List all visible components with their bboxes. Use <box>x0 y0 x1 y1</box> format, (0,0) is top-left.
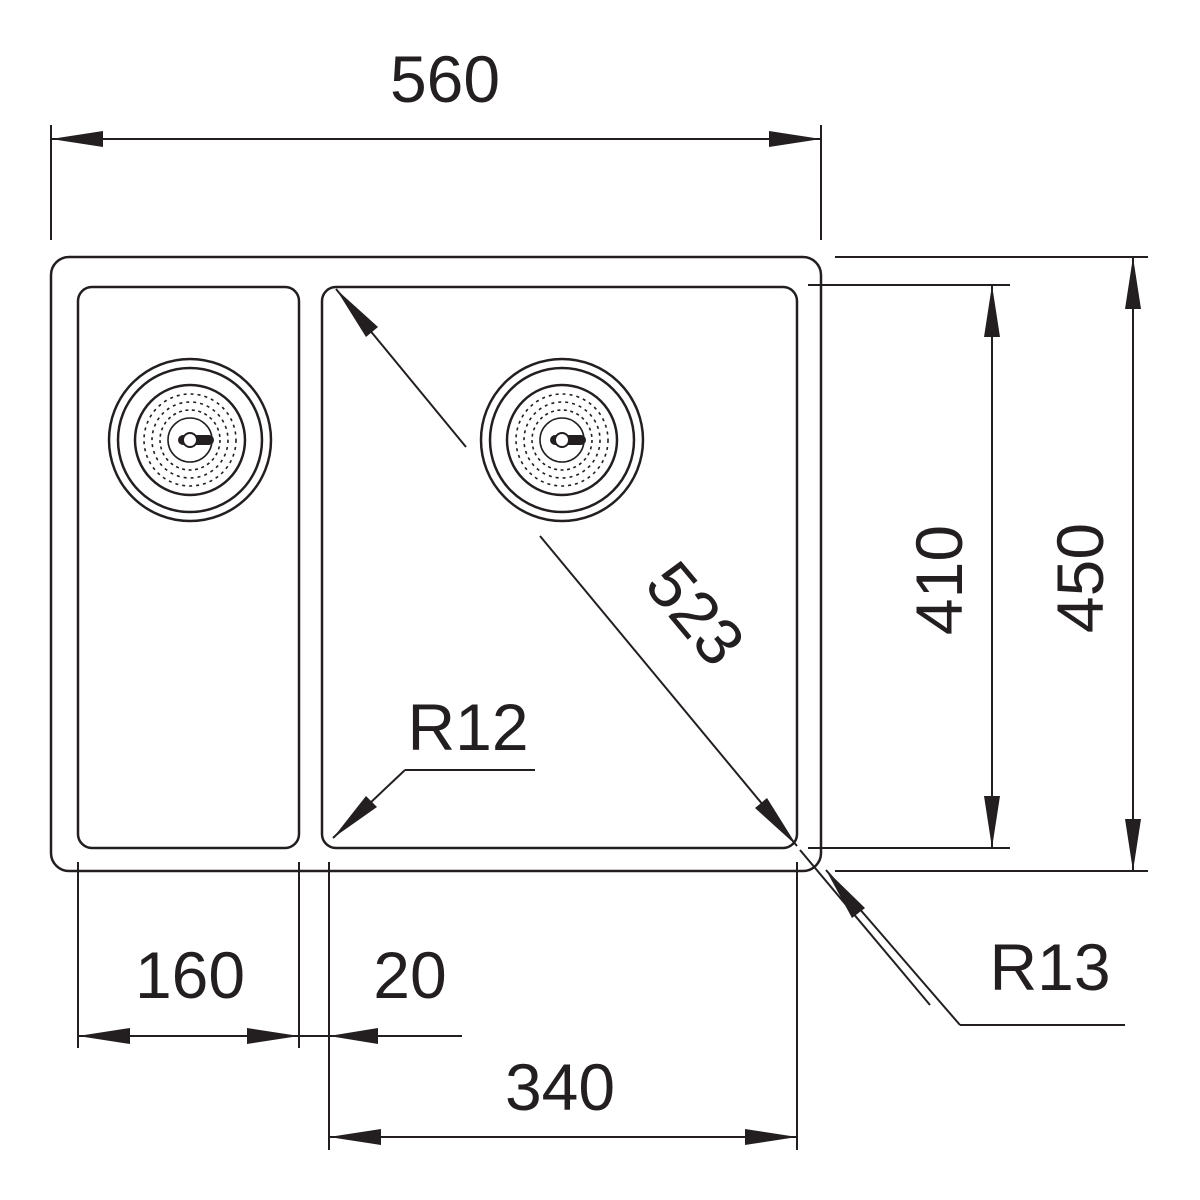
dimension-label: 450 <box>1043 523 1117 633</box>
dimension-label: R13 <box>989 930 1110 1004</box>
dimension-label: 560 <box>390 42 500 116</box>
dimension-outer-radius: R13 <box>799 849 1125 1026</box>
dimension-divider-width: 20 <box>299 938 462 1044</box>
dimension-label: 410 <box>902 525 976 635</box>
dimension-label: 160 <box>135 938 245 1012</box>
dimension-label: R12 <box>407 690 528 764</box>
dimension-main-bowl-depth: 410 <box>808 284 1010 849</box>
dimension-label: 20 <box>373 938 446 1012</box>
dimension-overall-depth: 450 <box>835 256 1148 872</box>
dimension-inner-radius: R12 <box>332 690 535 839</box>
main-bowl <box>320 285 799 850</box>
dimension-main-bowl-width: 340 <box>329 1050 797 1145</box>
dimension-label: 340 <box>505 1050 615 1124</box>
dimension-small-bowl-width: 160 <box>78 938 299 1044</box>
dimension-overall-width: 560 <box>50 42 822 240</box>
small-bowl <box>76 285 301 850</box>
